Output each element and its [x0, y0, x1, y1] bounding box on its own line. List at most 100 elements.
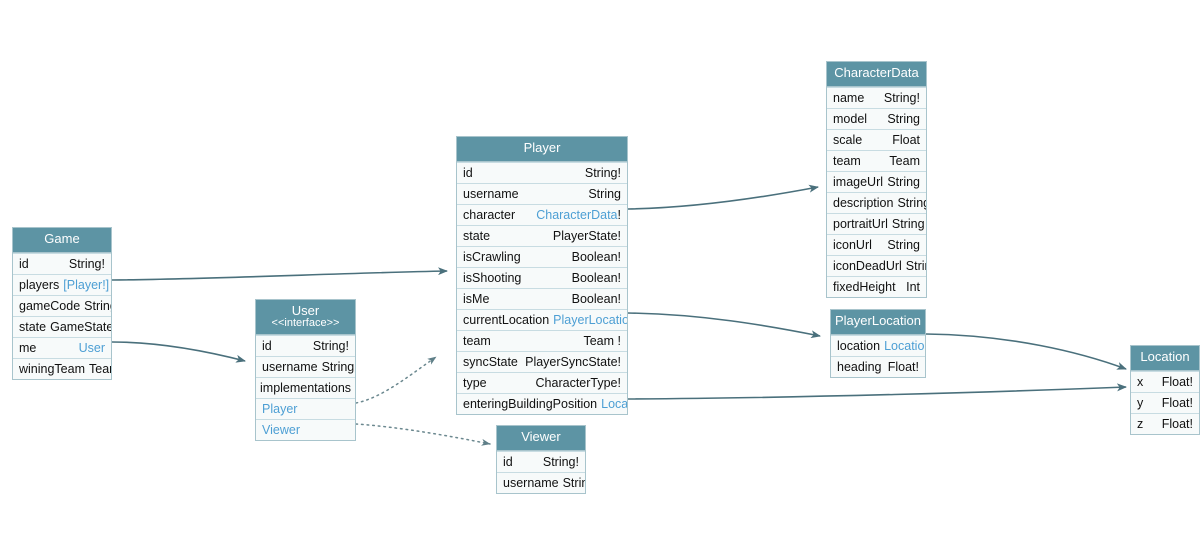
field-row[interactable]: character CharacterData! [457, 203, 627, 225]
field-row[interactable]: syncState PlayerSyncState! [457, 350, 627, 372]
field-row[interactable]: players [Player!] [13, 273, 111, 295]
field-name: isShooting [463, 270, 522, 285]
field-name: character [463, 207, 516, 222]
field-row[interactable]: location Location! [831, 334, 925, 356]
field-type[interactable]: CharacterData! [536, 208, 621, 222]
field-row[interactable]: winingTeam Team [13, 357, 111, 379]
field-name: team [833, 153, 861, 168]
field-type: Team [89, 361, 111, 376]
field-name: id [262, 339, 272, 354]
field-row[interactable]: iconUrl String [827, 233, 926, 255]
field-row[interactable]: y Float! [1131, 391, 1199, 413]
field-row[interactable]: portraitUrl String [827, 212, 926, 234]
field-type: String [905, 258, 926, 273]
entity-player[interactable]: Player id String! username String charac… [456, 136, 628, 415]
field-row[interactable]: id String! [256, 335, 355, 357]
implementation-name[interactable]: Viewer [262, 423, 300, 438]
field-name: syncState [463, 354, 518, 369]
entity-user-name: User [291, 303, 320, 318]
field-row[interactable]: isCrawling Boolean! [457, 245, 627, 267]
entity-user-title: User <<interface>> [256, 300, 355, 336]
field-name: iconDeadUrl [833, 258, 902, 273]
entity-game[interactable]: Game id String! players [Player!] gameCo… [12, 227, 112, 380]
field-name: state [463, 228, 491, 243]
field-row[interactable]: z Float! [1131, 412, 1199, 434]
edge-player-character-to-characterdata [627, 184, 819, 210]
field-name: players [19, 277, 60, 292]
field-name: enteringBuildingPosition [463, 396, 598, 411]
entity-location[interactable]: Location x Float! y Float! z Float! [1130, 345, 1200, 435]
field-row[interactable]: imageUrl String [827, 170, 926, 192]
field-type: Float [892, 132, 920, 147]
field-name: isMe [463, 291, 490, 306]
field-row[interactable]: username String [457, 182, 627, 204]
field-row[interactable]: username String [256, 356, 355, 378]
field-row[interactable]: username String [497, 471, 585, 493]
field-row[interactable]: isShooting Boolean! [457, 266, 627, 288]
field-row[interactable]: state GameState! [13, 315, 111, 337]
edge-playerlocation-location-to-location [925, 333, 1127, 370]
field-name: winingTeam [19, 361, 86, 376]
entity-user[interactable]: User <<interface>> id String! username S… [255, 299, 356, 442]
edge-user-player-implementation [355, 356, 437, 404]
field-name: name [833, 90, 865, 105]
field-type: Boolean! [571, 291, 621, 306]
field-name: username [262, 360, 318, 375]
field-name: model [833, 111, 868, 126]
entity-character-data-title: CharacterData [827, 62, 926, 87]
field-name: x [1137, 374, 1144, 389]
entity-player-location-title: PlayerLocation [831, 310, 925, 335]
field-name: username [503, 475, 559, 490]
field-row[interactable]: me User [13, 336, 111, 358]
field-name: id [19, 256, 29, 271]
field-row[interactable]: id String! [457, 161, 627, 183]
implementation-row-player[interactable]: Player [256, 398, 355, 420]
field-row[interactable]: enteringBuildingPosition Location [457, 392, 627, 414]
field-row[interactable]: type CharacterType! [457, 371, 627, 393]
field-type: String! [312, 339, 349, 354]
field-type[interactable]: User [78, 340, 105, 355]
field-type[interactable]: PlayerLocation! [553, 313, 627, 327]
field-row[interactable]: id String! [13, 252, 111, 274]
field-row[interactable]: state PlayerState! [457, 224, 627, 246]
field-row[interactable]: fixedHeight Int [827, 275, 926, 297]
field-type[interactable]: Location! [884, 338, 925, 353]
implementation-name[interactable]: Player [262, 402, 298, 417]
field-row[interactable]: heading Float! [831, 355, 925, 377]
field-row[interactable]: model String [827, 107, 926, 129]
implementation-row-viewer[interactable]: Viewer [256, 419, 355, 441]
entity-viewer[interactable]: Viewer id String! username String [496, 425, 586, 494]
field-row[interactable]: isMe Boolean! [457, 287, 627, 309]
field-row[interactable]: team Team ! [457, 329, 627, 351]
field-type: Float! [1161, 374, 1193, 389]
field-row[interactable]: currentLocation PlayerLocation! [457, 308, 627, 330]
field-type: Boolean! [571, 249, 621, 264]
field-name: type [463, 375, 487, 390]
field-type-text: CharacterData [536, 207, 618, 222]
field-row[interactable]: x Float! [1131, 370, 1199, 392]
field-type: Float! [1161, 416, 1193, 431]
field-type: String [887, 111, 920, 126]
field-type: String [321, 360, 355, 375]
field-name: currentLocation [463, 312, 550, 327]
field-row[interactable]: team Team [827, 149, 926, 171]
entity-character-data[interactable]: CharacterData name String! model String … [826, 61, 927, 298]
field-type: String! [883, 90, 920, 105]
field-row[interactable]: gameCode String! [13, 294, 111, 316]
edge-user-viewer-implementation [355, 423, 491, 446]
field-type[interactable]: [Player!] [63, 277, 110, 292]
field-row[interactable]: name String! [827, 86, 926, 108]
field-name: state [19, 319, 47, 334]
field-name: portraitUrl [833, 216, 888, 231]
field-name: gameCode [19, 298, 81, 313]
field-type[interactable]: Location [601, 396, 627, 411]
edge-player-enteringbuildingposition-to-location [627, 383, 1127, 400]
field-type-text: PlayerLocation [553, 312, 627, 327]
field-row[interactable]: id String! [497, 450, 585, 472]
field-row[interactable]: scale Float [827, 128, 926, 150]
entity-player-location[interactable]: PlayerLocation location Location! headin… [830, 309, 926, 378]
field-row[interactable]: iconDeadUrl String [827, 254, 926, 276]
field-row[interactable]: description String [827, 191, 926, 213]
field-type: String [588, 186, 621, 201]
field-type: PlayerState! [552, 228, 621, 243]
